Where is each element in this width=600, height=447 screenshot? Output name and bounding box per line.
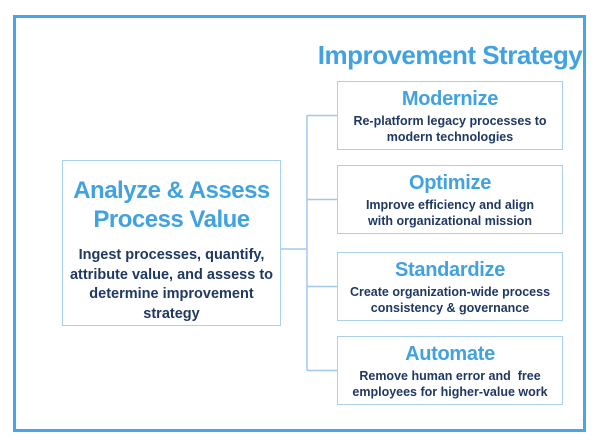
strategy-box-automate: Automate Remove human error and free emp…	[337, 336, 563, 405]
strategy-box-standardize: Standardize Create organization-wide pro…	[337, 252, 563, 321]
strategy-box-standardize-title: Standardize	[394, 259, 506, 281]
strategy-box-automate-title: Automate	[405, 343, 495, 365]
strategy-box-optimize-description: Improve efficiency and align with organi…	[365, 198, 535, 228]
strategy-box-modernize: Modernize Re-platform legacy processes t…	[337, 81, 563, 150]
strategy-box-optimize-title: Optimize	[408, 172, 492, 194]
analyze-assess-box-description: Ingest processes, quantify, attribute va…	[69, 247, 274, 322]
strategy-box-optimize: Optimize Improve efficiency and align wi…	[337, 165, 563, 234]
strategy-box-automate-description: Remove human error and free employees fo…	[352, 369, 548, 399]
analyze-assess-box-title: Analyze & Assess Process Value	[73, 177, 270, 233]
diagram-title: Improvement Strategy	[317, 40, 583, 70]
analyze-assess-box: Analyze & Assess Process Value Ingest pr…	[62, 160, 281, 326]
strategy-box-standardize-description: Create organization-wide process consist…	[349, 285, 551, 315]
outer-frame	[13, 15, 586, 432]
strategy-box-modernize-title: Modernize	[401, 88, 499, 110]
strategy-box-modernize-description: Re-platform legacy processes to modern t…	[353, 114, 547, 144]
